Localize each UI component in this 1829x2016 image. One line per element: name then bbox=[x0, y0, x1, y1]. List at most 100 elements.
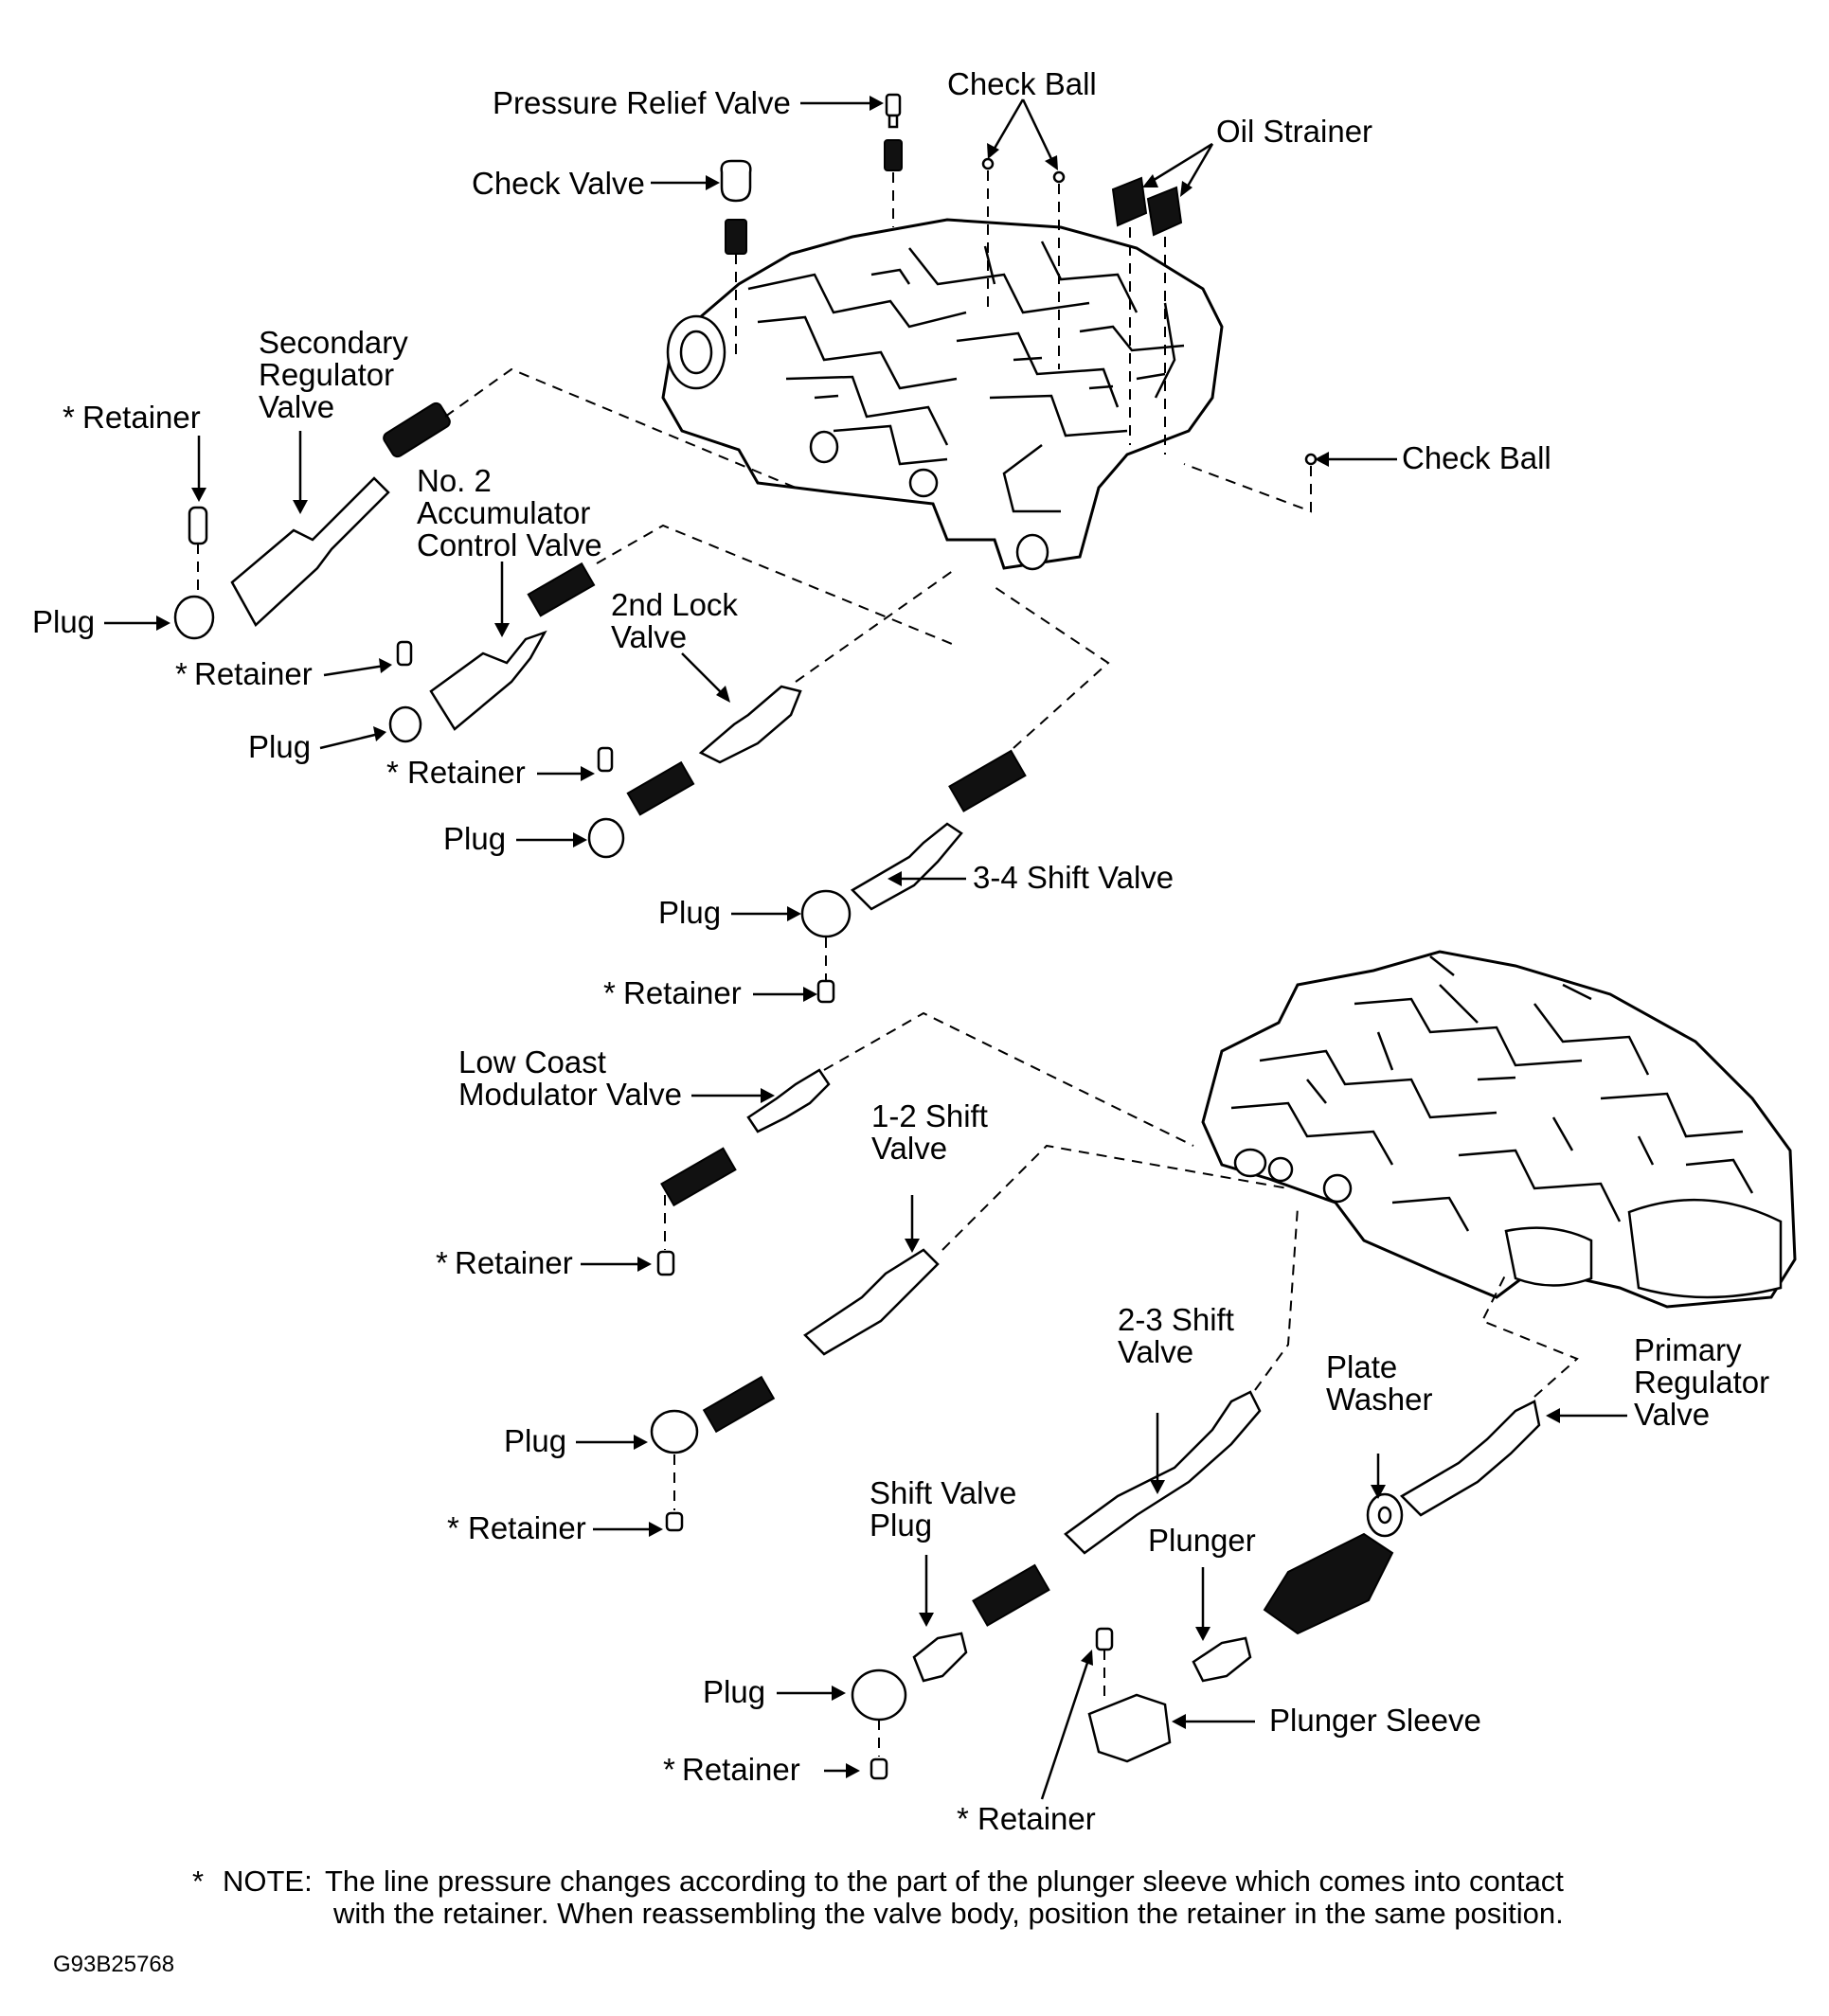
footnote: * NOTE: The line pressure changes accord… bbox=[53, 1864, 1564, 1977]
label-shift-valve-12-line1: 1-2 Shift bbox=[871, 1098, 988, 1133]
shift-valve-plug-spring bbox=[972, 1563, 1050, 1627]
retainer-6-asterisk: * bbox=[447, 1510, 459, 1545]
label-accumulator-line3: Control Valve bbox=[417, 527, 602, 562]
oil-strainer-2 bbox=[1146, 186, 1183, 237]
shift-valve-plug-group bbox=[851, 1563, 1050, 1780]
shift-valve-34-part bbox=[850, 822, 963, 911]
secondary-regulator-spring bbox=[383, 401, 451, 458]
check-ball-right bbox=[1304, 453, 1318, 466]
retainer-7-part bbox=[870, 1757, 888, 1780]
primary-regulator-group bbox=[1087, 1273, 1579, 1763]
retainer-3-asterisk: * bbox=[386, 755, 399, 790]
retainer-1-asterisk: * bbox=[63, 400, 75, 435]
retainer-4-asterisk: * bbox=[603, 975, 616, 1010]
label-pressure-relief-valve: Pressure Relief Valve bbox=[493, 85, 791, 120]
pressure-relief-spring bbox=[884, 139, 903, 171]
plug-4-part bbox=[800, 889, 852, 938]
note-asterisk: * bbox=[192, 1864, 204, 1898]
label-retainer-2: Retainer bbox=[194, 656, 313, 691]
label-shift-valve-34: 3-4 Shift Valve bbox=[973, 860, 1174, 895]
label-retainer-3: Retainer bbox=[407, 755, 526, 790]
shift-valve-34-group bbox=[800, 586, 1110, 1004]
secondary-regulator-group bbox=[173, 367, 797, 640]
shift-valve-12-part bbox=[803, 1248, 940, 1356]
retainer-8-part bbox=[1095, 1627, 1114, 1651]
label-shift-valve-plug-line2: Plug bbox=[870, 1508, 932, 1543]
label-plate-washer-line2: Washer bbox=[1326, 1382, 1432, 1417]
retainer-2-part bbox=[396, 640, 413, 667]
label-retainer-6: Retainer bbox=[468, 1510, 586, 1545]
label-accumulator-line1: No. 2 bbox=[417, 463, 492, 498]
low-coast-modulator-valve-part bbox=[746, 1068, 831, 1133]
shift-valve-plug-part bbox=[912, 1632, 968, 1683]
label-secondary-regulator-line1: Secondary bbox=[259, 325, 408, 360]
plug-1-part bbox=[173, 595, 215, 640]
second-lock-group bbox=[587, 567, 958, 859]
plunger-part bbox=[1192, 1636, 1252, 1683]
label-second-lock-line2: Valve bbox=[611, 619, 687, 654]
low-coast-spring bbox=[660, 1147, 737, 1207]
retainer-1-part bbox=[188, 506, 208, 545]
label-oil-strainer: Oil Strainer bbox=[1216, 114, 1372, 149]
shift-valve-12-group bbox=[650, 1144, 1289, 1532]
note-line-2: with the retainer. When reassembling the… bbox=[332, 1897, 1564, 1930]
label-shift-valve-23-line1: 2-3 Shift bbox=[1118, 1302, 1234, 1337]
retainer-5-asterisk: * bbox=[436, 1245, 448, 1280]
plug-2-part bbox=[388, 705, 422, 743]
check-ball-2 bbox=[1052, 170, 1066, 184]
shift-valve-12-spring bbox=[702, 1375, 776, 1434]
shift-valve-23-part bbox=[1064, 1390, 1262, 1555]
retainer-7-asterisk: * bbox=[663, 1752, 675, 1787]
label-plug-2: Plug bbox=[248, 729, 311, 764]
label-plug-1: Plug bbox=[32, 604, 95, 639]
accumulator-spring bbox=[527, 562, 596, 617]
upper-valve-body bbox=[661, 218, 1224, 571]
check-ball-1 bbox=[981, 157, 995, 170]
label-plate-washer-line1: Plate bbox=[1326, 1349, 1397, 1384]
label-plug-5: Plug bbox=[504, 1423, 566, 1458]
pressure-relief-valve-part bbox=[885, 93, 902, 117]
accumulator-group bbox=[388, 524, 953, 743]
leader-lines bbox=[104, 96, 1627, 1800]
label-check-valve: Check Valve bbox=[472, 166, 645, 201]
note-line-1: The line pressure changes according to t… bbox=[325, 1864, 1564, 1898]
retainer-4-part bbox=[816, 979, 835, 1004]
label-primary-regulator-line3: Valve bbox=[1634, 1397, 1710, 1432]
label-primary-regulator-line2: Regulator bbox=[1634, 1365, 1769, 1400]
secondary-regulator-valve-part bbox=[230, 476, 390, 627]
label-plunger-sleeve: Plunger Sleeve bbox=[1269, 1703, 1481, 1738]
retainer-5-part bbox=[656, 1250, 675, 1276]
retainer-6-part bbox=[665, 1511, 684, 1532]
plug-5-part bbox=[650, 1409, 699, 1454]
retainer-3-part bbox=[597, 746, 614, 773]
low-coast-group bbox=[656, 1011, 1194, 1276]
label-plug-3: Plug bbox=[443, 821, 506, 856]
label-shift-valve-23-line2: Valve bbox=[1118, 1334, 1193, 1369]
lower-valve-body bbox=[1201, 950, 1797, 1309]
figure-code: G93B25768 bbox=[53, 1952, 174, 1977]
label-retainer-1: Retainer bbox=[82, 400, 201, 435]
note-prefix: NOTE: bbox=[223, 1864, 313, 1898]
label-shift-valve-12-line2: Valve bbox=[871, 1131, 947, 1166]
second-lock-spring bbox=[626, 760, 695, 816]
label-retainer-7: Retainer bbox=[682, 1752, 800, 1787]
accumulator-control-valve-part bbox=[429, 630, 547, 731]
label-low-coast-line1: Low Coast bbox=[458, 1044, 606, 1079]
label-plug-6: Plug bbox=[703, 1674, 765, 1709]
retainer-8-asterisk: * bbox=[957, 1801, 969, 1836]
label-second-lock-line1: 2nd Lock bbox=[611, 587, 738, 622]
label-accumulator-line2: Accumulator bbox=[417, 495, 590, 530]
label-retainer-8: Retainer bbox=[977, 1801, 1096, 1836]
check-valve-spring bbox=[725, 219, 747, 255]
label-check-ball-top: Check Ball bbox=[947, 66, 1097, 101]
second-lock-valve-part bbox=[698, 685, 802, 764]
label-secondary-regulator-line2: Regulator bbox=[259, 357, 394, 392]
labels: Pressure Relief Valve Check Ball Oil Str… bbox=[32, 66, 1769, 1836]
primary-regulator-valve-part bbox=[1399, 1400, 1541, 1517]
label-retainer-5: Retainer bbox=[455, 1245, 573, 1280]
plug-3-part bbox=[587, 817, 625, 859]
plug-6-part bbox=[851, 1668, 907, 1722]
label-shift-valve-plug-line1: Shift Valve bbox=[870, 1475, 1016, 1510]
